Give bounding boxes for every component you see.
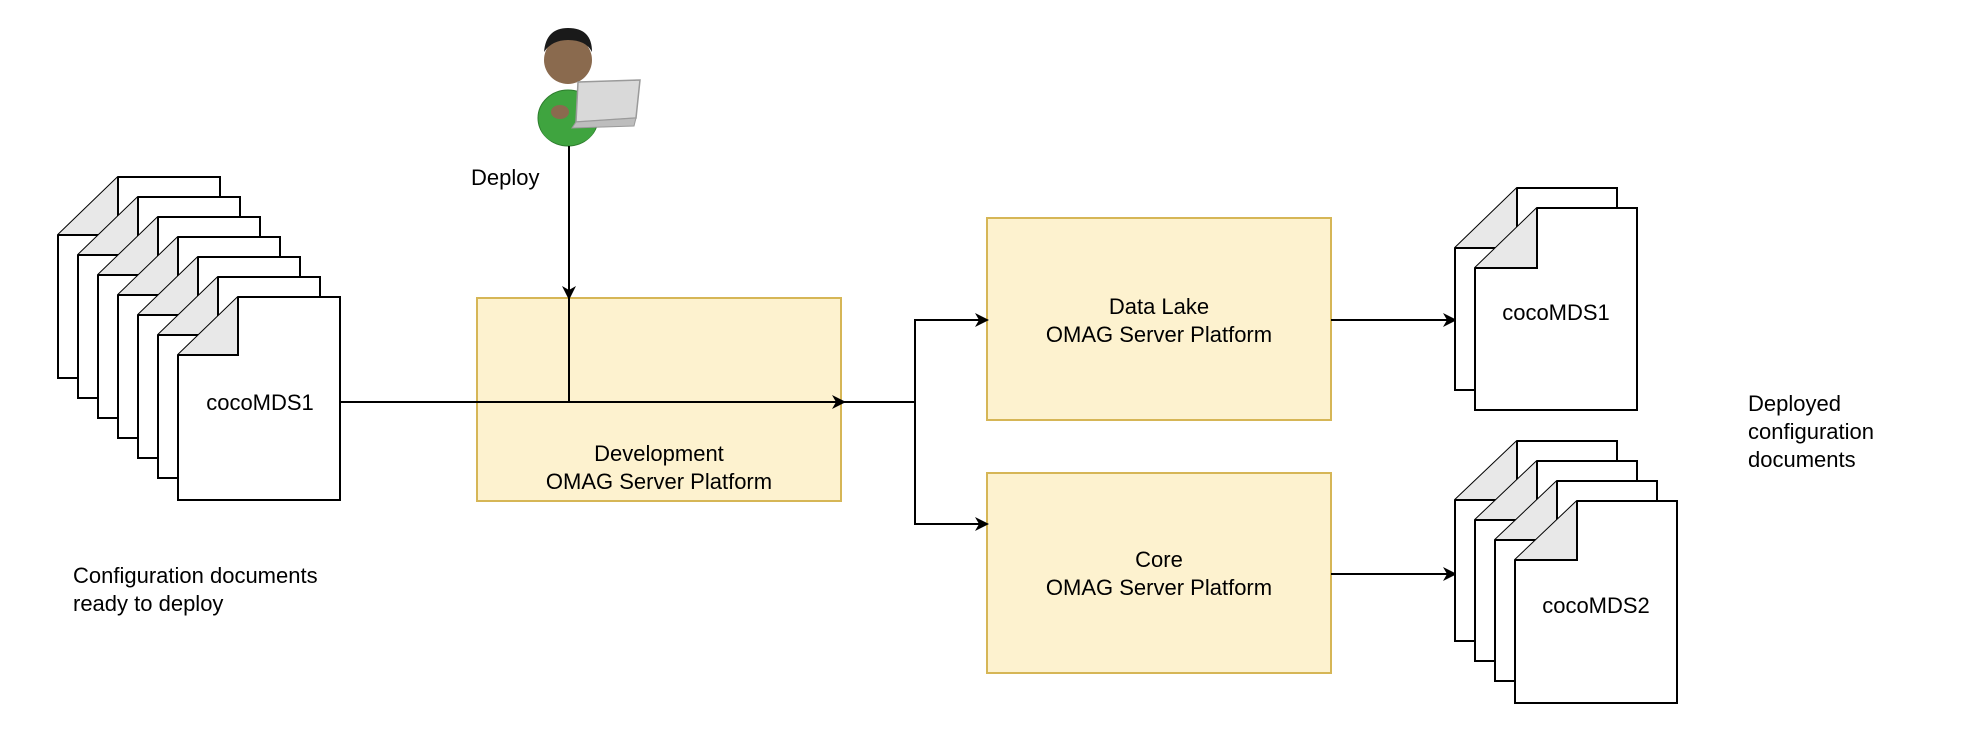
- source-caption-line1: Configuration documents: [73, 563, 318, 588]
- source-document-label: cocoMDS1: [206, 390, 314, 415]
- to-core-arrow: [914, 402, 989, 531]
- data-lake-platform-line1: Data Lake: [1109, 294, 1209, 319]
- development-platform-line1: Development: [594, 441, 724, 466]
- laptop-icon: [571, 79, 641, 129]
- data-lake-platform-line2: OMAG Server Platform: [1046, 322, 1272, 347]
- development-platform-box: Development OMAG Server Platform: [476, 297, 842, 502]
- data-lake-platform-box: Data Lake OMAG Server Platform: [986, 217, 1332, 421]
- core-platform-line1: Core: [1135, 547, 1183, 572]
- document-page-front: [1514, 500, 1678, 704]
- to-data-lake-arrow: [914, 313, 989, 402]
- core-platform-box: Core OMAG Server Platform: [986, 472, 1332, 674]
- document-page-front: [1474, 207, 1638, 411]
- core-deployed-documents: cocoMDS2: [1454, 440, 1678, 704]
- core-document-label: cocoMDS2: [1542, 593, 1650, 618]
- source-caption-line2: ready to deploy: [73, 591, 223, 616]
- document-page-front: [177, 296, 341, 501]
- source-document-stack: cocoMDS1: [57, 176, 341, 501]
- deployed-caption-line3: documents: [1748, 447, 1856, 472]
- core-platform-line2: OMAG Server Platform: [1046, 575, 1272, 600]
- development-platform-line2: OMAG Server Platform: [546, 469, 772, 494]
- data-lake-document-label: cocoMDS1: [1502, 300, 1610, 325]
- deploy-label: Deploy: [471, 165, 539, 190]
- data-lake-deployed-documents: cocoMDS1: [1454, 187, 1638, 411]
- person-icon: [537, 28, 641, 147]
- deployed-caption-line2: configuration: [1748, 419, 1874, 444]
- connectors: [340, 146, 1457, 581]
- deployed-caption-line1: Deployed: [1748, 391, 1841, 416]
